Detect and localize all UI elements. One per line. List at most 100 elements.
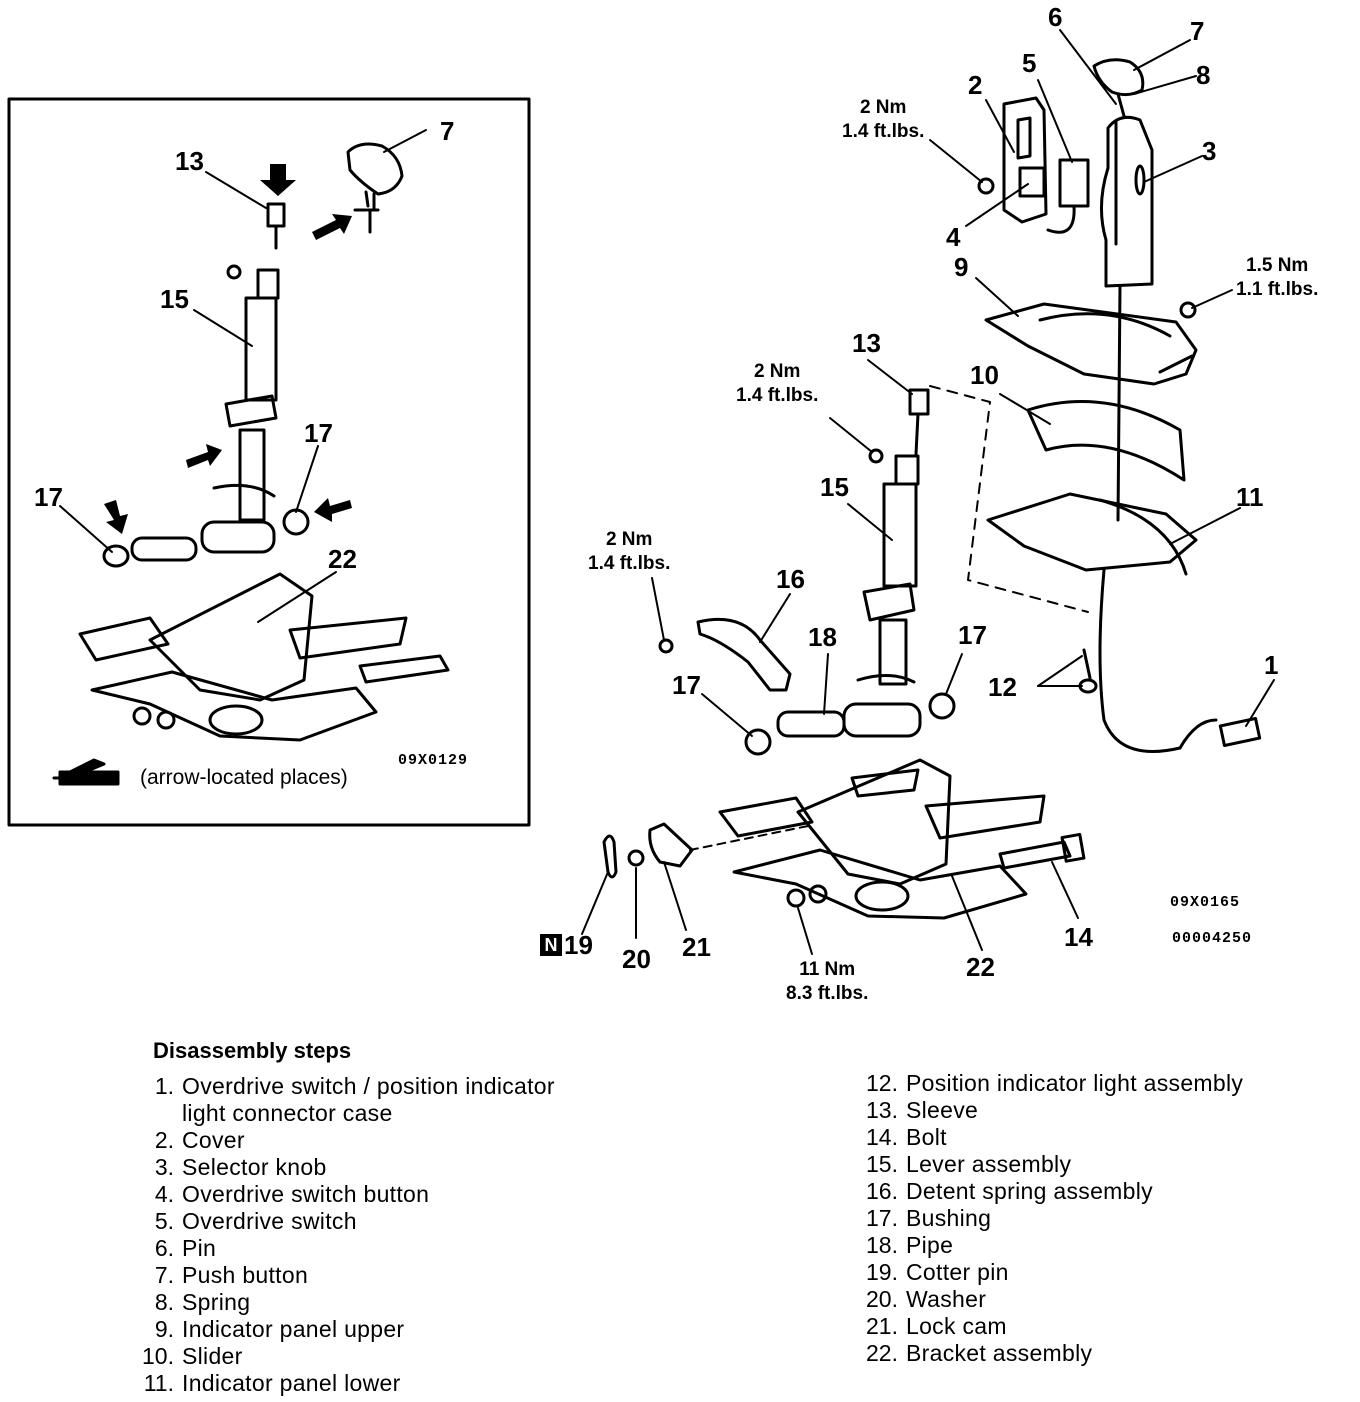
torque-bracket: 11 Nm 8.3 ft.lbs. bbox=[786, 959, 869, 1004]
step-item: 14. Bolt bbox=[860, 1124, 1243, 1151]
torque-panel: 1.5 Nm 1.1 ft.lbs. bbox=[1236, 255, 1319, 300]
step-text: Bolt bbox=[906, 1124, 947, 1150]
torque-cover: 2 Nm 1.4 ft.lbs. bbox=[842, 97, 925, 142]
bracket-assembly bbox=[718, 758, 1046, 920]
step-number: 14. bbox=[866, 1124, 898, 1150]
lever-assembly bbox=[842, 454, 922, 738]
washer bbox=[627, 849, 645, 867]
label-9: 9 bbox=[954, 252, 969, 282]
step-item: 7. Push button bbox=[136, 1262, 555, 1289]
step-item: 11. Indicator panel lower bbox=[136, 1370, 555, 1397]
step-text: Cotter pin bbox=[906, 1259, 1009, 1285]
step-text: Indicator panel upper bbox=[182, 1316, 405, 1342]
step-number: 16. bbox=[866, 1178, 898, 1204]
step-number: 19. bbox=[866, 1259, 898, 1285]
step-number: 9. bbox=[154, 1316, 174, 1342]
step-number: 21. bbox=[866, 1313, 898, 1339]
step-number: 15. bbox=[866, 1151, 898, 1177]
inset-bushing-left bbox=[102, 544, 130, 568]
label-5: 5 bbox=[1022, 48, 1037, 78]
step-number: 17. bbox=[866, 1205, 898, 1231]
step-text: Sleeve bbox=[906, 1097, 979, 1123]
step-text: Overdrive switch bbox=[182, 1208, 357, 1234]
label-8: 8 bbox=[1196, 60, 1211, 90]
inset-note: (arrow-located places) bbox=[140, 766, 348, 789]
inset-label-17-right: 17 bbox=[304, 418, 333, 448]
label-6: 6 bbox=[1048, 2, 1063, 32]
bolt bbox=[998, 840, 1072, 870]
detent-spring-assembly bbox=[696, 617, 792, 692]
inset-label-15: 15 bbox=[160, 284, 189, 314]
step-item: 6. Pin bbox=[136, 1235, 555, 1262]
inset-sleeve bbox=[266, 202, 286, 228]
step-item: 9. Indicator panel upper bbox=[136, 1316, 555, 1343]
step-text: Pipe bbox=[906, 1232, 954, 1258]
label-12: 12 bbox=[988, 672, 1017, 702]
screw-panel bbox=[1179, 301, 1197, 319]
step-item: 20.Washer bbox=[860, 1286, 1243, 1313]
inset-frame bbox=[7, 97, 531, 827]
step-text: Detent spring assembly bbox=[906, 1178, 1153, 1204]
cover bbox=[1002, 96, 1048, 224]
step-text: Bushing bbox=[906, 1205, 992, 1231]
step-number: 3. bbox=[154, 1154, 174, 1180]
slider bbox=[1026, 400, 1186, 482]
label-19-number: 19 bbox=[564, 930, 593, 960]
connector-case bbox=[1218, 716, 1262, 748]
inset-label-22: 22 bbox=[328, 544, 357, 574]
leader-lines bbox=[59, 29, 1275, 955]
label-17-left: 17 bbox=[672, 670, 701, 700]
label-3: 3 bbox=[1202, 136, 1217, 166]
step-text: Overdrive switch / position indicator bbox=[182, 1073, 555, 1099]
lock-cam bbox=[648, 822, 694, 868]
step-item: 22. Bracket assembly bbox=[860, 1340, 1243, 1367]
torque-detent: 2 Nm 1.4 ft.lbs. bbox=[588, 529, 671, 574]
step-item: 2.Cover bbox=[136, 1127, 555, 1154]
n-badge: N bbox=[540, 934, 562, 956]
step-item: 21.Lock cam bbox=[860, 1313, 1243, 1340]
bushing-right bbox=[928, 692, 956, 720]
step-text: Bracket assembly bbox=[906, 1340, 1093, 1366]
step-number: 22. bbox=[866, 1340, 898, 1366]
label-7: 7 bbox=[1190, 16, 1205, 46]
step-item: 5.Overdrive switch bbox=[136, 1208, 555, 1235]
label-2: 2 bbox=[968, 70, 983, 100]
inset-bushing-right bbox=[282, 508, 310, 536]
inset-lever-assembly bbox=[200, 268, 280, 554]
label-18: 18 bbox=[808, 622, 837, 652]
step-number: 12. bbox=[866, 1070, 898, 1096]
step-text: Cover bbox=[182, 1127, 245, 1153]
step-number: 1. bbox=[154, 1073, 174, 1099]
bushing-left bbox=[744, 728, 772, 756]
step-item: 19. Cotter pin bbox=[860, 1259, 1243, 1286]
screw-detent bbox=[658, 638, 674, 654]
selector-knob bbox=[1099, 115, 1154, 288]
step-number: 11. bbox=[143, 1370, 174, 1396]
step-item: 16. Detent spring assembly bbox=[860, 1178, 1243, 1205]
step-number: 8. bbox=[154, 1289, 174, 1315]
step-number: 13. bbox=[866, 1097, 898, 1123]
inset-label-13: 13 bbox=[175, 146, 204, 176]
step-text: Indicator panel lower bbox=[182, 1370, 401, 1396]
inset-label-7: 7 bbox=[440, 116, 455, 146]
inset-label-17-left: 17 bbox=[34, 482, 63, 512]
indicator-panel-upper bbox=[984, 302, 1198, 386]
indicator-panel-lower bbox=[986, 492, 1198, 572]
step-number: 6. bbox=[154, 1235, 174, 1261]
step-item: 13. Sleeve bbox=[860, 1097, 1243, 1124]
step-number: 10. bbox=[142, 1343, 174, 1369]
step-item: 18.Pipe bbox=[860, 1232, 1243, 1259]
screw-cover bbox=[977, 177, 995, 195]
label-21: 21 bbox=[682, 932, 711, 962]
step-text: light connector case bbox=[182, 1100, 393, 1126]
label-17-right: 17 bbox=[958, 620, 987, 650]
step-item: 10. Slider bbox=[136, 1343, 555, 1370]
step-text: Pin bbox=[182, 1235, 217, 1261]
step-text: Slider bbox=[182, 1343, 243, 1369]
step-text: Push button bbox=[182, 1262, 309, 1288]
step-number: 7. bbox=[154, 1262, 174, 1288]
label-14: 14 bbox=[1064, 922, 1093, 952]
step-item: 8.Spring bbox=[136, 1289, 555, 1316]
